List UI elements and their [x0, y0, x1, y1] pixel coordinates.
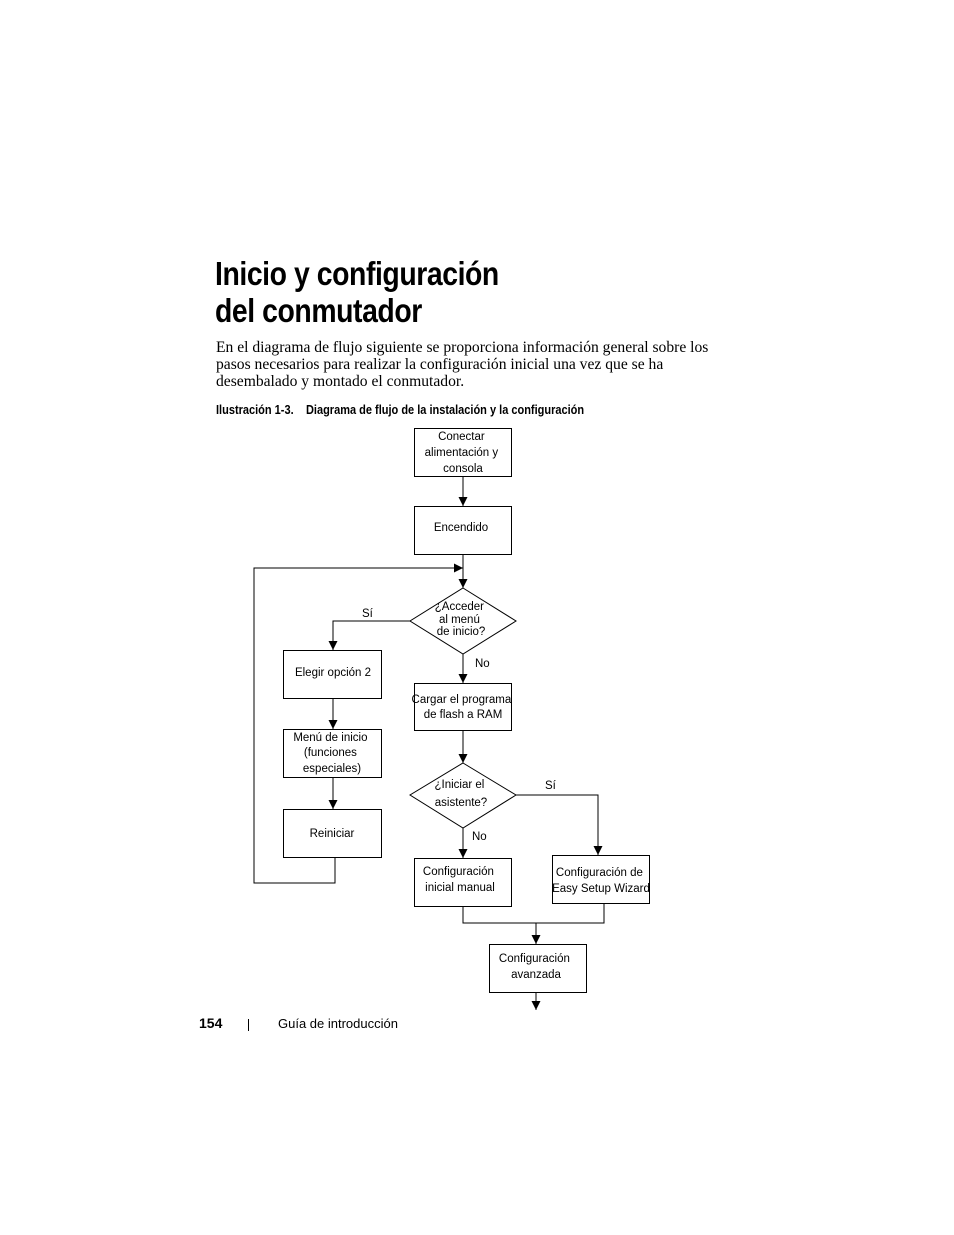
- iniciar-si-label: Sí: [545, 780, 557, 792]
- page-number: 154: [199, 1015, 223, 1031]
- box-reiniciar-label: Reiniciar: [310, 828, 355, 840]
- box-menu-label: Menú de inicio (funciones especiales): [293, 732, 370, 775]
- page-title-line-2: del conmutador: [215, 292, 422, 329]
- loop-reiniciar-encendido: [253, 563, 463, 884]
- box-avanzada-label: Configuración avanzada: [499, 953, 573, 981]
- box-wizard: [552, 855, 650, 904]
- acceder-no-label: No: [475, 658, 490, 670]
- box-manual-label: Configuración inicial manual: [423, 866, 497, 894]
- box-cargar-label: Cargar el programa de flash a RAM: [412, 694, 515, 721]
- box-cargar: [414, 683, 512, 731]
- iniciar-no-label: No: [472, 831, 487, 843]
- box-conectar-label: Conectar alimentación y consola: [425, 431, 502, 475]
- figure-label: Ilustración 1-3.: [216, 403, 294, 417]
- box-elegir: [283, 650, 382, 699]
- box-menu: [283, 729, 382, 778]
- arrow-iniciar-si: [516, 794, 603, 855]
- acceder-si-label: Sí: [362, 608, 374, 620]
- footer-title: Guía de introducción: [278, 1016, 398, 1031]
- figure-title: Diagrama de flujo de la instalación y la…: [305, 403, 585, 417]
- page-title: Inicio y configuración del conmutador: [215, 255, 499, 329]
- decision-iniciar: [409, 762, 517, 829]
- box-reiniciar: [283, 809, 382, 858]
- intro-paragraph: En el diagrama de flujo siguiente se pro…: [216, 339, 709, 390]
- box-wizard-label: Configuración de Easy Setup Wizard: [552, 867, 650, 895]
- footer-divider: [248, 1019, 249, 1031]
- box-conectar: [414, 428, 512, 477]
- arrow-acceder-si: [328, 620, 410, 650]
- box-manual: [414, 858, 512, 907]
- box-elegir-label: Elegir opción 2: [295, 667, 371, 679]
- box-encendido: [414, 506, 512, 555]
- page-title-line-1: Inicio y configuración: [215, 255, 499, 292]
- box-avanzada: [489, 944, 587, 993]
- join-manual: [462, 904, 605, 924]
- figure-caption: Ilustración 1-3. Diagrama de flujo de la …: [216, 403, 584, 417]
- decision-acceder-label: ¿Acceder al menú de inicio?: [435, 601, 487, 638]
- box-encendido-label: Encendido: [434, 522, 488, 534]
- decision-iniciar-label: ¿Iniciar el asistente?: [434, 779, 487, 809]
